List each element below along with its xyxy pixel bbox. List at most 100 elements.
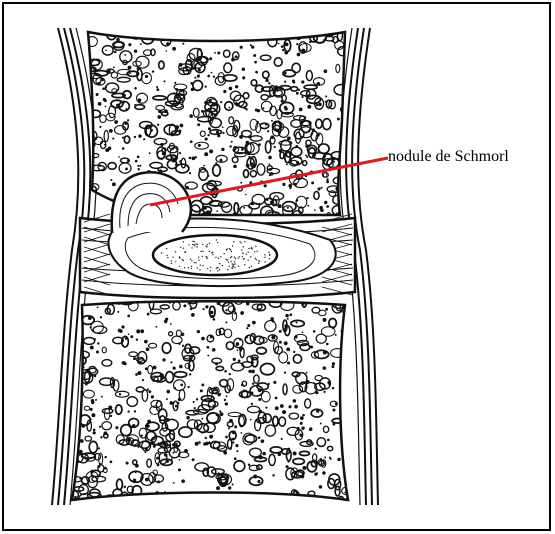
trabecula xyxy=(218,472,220,474)
trabecula xyxy=(337,458,340,461)
trabecula xyxy=(166,390,170,394)
trabecula xyxy=(261,439,265,443)
trabecula xyxy=(203,33,208,41)
trabecula xyxy=(234,97,236,99)
trabecula xyxy=(325,500,328,503)
trabecula xyxy=(279,131,281,133)
trabecula xyxy=(86,369,90,373)
trabecula xyxy=(178,343,180,345)
trabecula xyxy=(207,134,209,136)
nucleus-stipple xyxy=(217,267,218,268)
nucleus-stipple xyxy=(197,244,198,245)
nucleus-stipple xyxy=(234,261,235,262)
trabecula xyxy=(258,398,261,401)
trabecula xyxy=(216,414,218,416)
trabecula xyxy=(193,401,195,403)
trabecula xyxy=(229,87,233,91)
trabecula xyxy=(251,403,253,405)
trabecula xyxy=(234,312,236,314)
trabecula xyxy=(216,210,218,212)
nucleus-stipple xyxy=(228,266,229,267)
trabecula xyxy=(312,128,315,131)
trabecula xyxy=(317,82,321,86)
trabecula xyxy=(210,58,212,60)
nucleus-stipple xyxy=(212,254,213,255)
nucleus-stipple xyxy=(191,260,192,261)
trabecula xyxy=(166,418,170,422)
trabecula xyxy=(156,88,159,91)
trabecula xyxy=(145,75,148,78)
trabecula xyxy=(207,29,209,31)
trabecula xyxy=(321,499,324,502)
trabecula xyxy=(192,157,196,161)
trabecula xyxy=(287,137,291,141)
trabecula xyxy=(239,29,242,32)
trabecula xyxy=(99,426,101,428)
trabecula xyxy=(262,452,266,456)
trabecula xyxy=(268,502,270,504)
trabecula xyxy=(273,381,276,384)
trabecula xyxy=(325,101,327,103)
trabecula xyxy=(220,101,222,103)
trabecula xyxy=(80,439,84,443)
trabecula xyxy=(124,363,127,366)
trabecula xyxy=(94,500,106,509)
trabecula xyxy=(255,71,258,74)
trabecula xyxy=(104,456,106,458)
trabecula xyxy=(134,136,136,138)
trabecula xyxy=(235,444,238,447)
trabecula xyxy=(189,157,192,160)
trabecula xyxy=(292,28,298,37)
trabecula xyxy=(284,106,287,109)
trabecula xyxy=(241,432,243,434)
trabecula xyxy=(229,145,231,147)
trabecula xyxy=(192,458,195,461)
trabecula xyxy=(239,347,243,351)
trabecula xyxy=(212,348,216,352)
trabecula xyxy=(299,107,303,111)
trabecula xyxy=(254,61,257,64)
nucleus-stipple xyxy=(166,248,167,249)
trabecula xyxy=(190,140,193,143)
trabecula xyxy=(301,49,305,53)
trabecula xyxy=(326,343,329,346)
trabecula xyxy=(182,35,184,37)
nucleus-stipple xyxy=(249,267,250,268)
nucleus-stipple xyxy=(234,256,235,257)
trabecula xyxy=(299,433,302,436)
trabecula xyxy=(137,156,140,159)
nucleus-stipple xyxy=(231,251,232,252)
nucleus-stipple xyxy=(219,269,220,270)
trabecula xyxy=(269,95,272,98)
trabecula xyxy=(206,346,209,349)
trabecula xyxy=(124,486,126,488)
trabecula xyxy=(302,466,306,470)
trabecula xyxy=(255,108,258,111)
trabecula xyxy=(205,137,208,140)
trabecula xyxy=(179,160,182,163)
trabecula xyxy=(165,50,167,52)
trabecula xyxy=(344,492,346,494)
trabecula xyxy=(287,207,289,209)
trabecula xyxy=(345,346,348,349)
trabecula xyxy=(158,500,161,503)
nucleus-stipple xyxy=(209,251,210,252)
nucleus-stipple xyxy=(206,246,207,247)
trabecula xyxy=(216,486,220,490)
nucleus-stipple xyxy=(191,268,192,269)
trabecula xyxy=(179,459,181,461)
nucleus-stipple xyxy=(242,256,243,257)
trabecula xyxy=(214,52,216,54)
trabecula xyxy=(284,72,287,75)
trabecula xyxy=(293,351,295,353)
trabecula xyxy=(99,165,101,167)
trabecula xyxy=(64,449,78,453)
trabecula xyxy=(143,138,145,140)
trabecula xyxy=(116,104,119,107)
trabecula xyxy=(216,131,219,134)
trabecula xyxy=(221,148,224,151)
nucleus-stipple xyxy=(183,260,184,261)
trabecula xyxy=(325,95,327,97)
trabecula xyxy=(231,141,233,143)
trabecula xyxy=(96,93,99,96)
